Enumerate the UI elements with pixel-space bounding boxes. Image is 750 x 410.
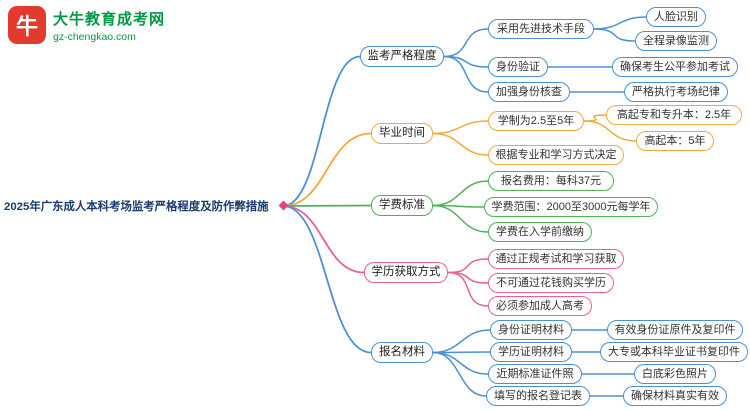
connector-line: [593, 28, 636, 42]
connector-line: [447, 271, 489, 307]
node-4-0-0: 有效身份证原件及复印件: [607, 320, 743, 340]
connector-line: [432, 132, 489, 156]
connector-line: [282, 132, 372, 207]
node-1-0-0: 高起专和专升本：2.5年: [606, 105, 742, 125]
connector-line: [432, 180, 489, 207]
branch-node-4: 报名材料: [371, 342, 433, 363]
connector-line: [593, 16, 647, 30]
connector-line: [583, 114, 607, 122]
connector-line: [432, 329, 491, 354]
connector-line: [443, 28, 489, 58]
branch-node-3: 学历获取方式: [364, 262, 448, 283]
node-0-1-0: 确保考生公平参加考试: [612, 57, 738, 77]
connector-line: [432, 120, 489, 135]
node-1-0-1: 高起本：5年: [636, 131, 714, 151]
node-4-3-0: 确保材料真实有效: [623, 386, 727, 406]
node-4-2: 近期标准证件照: [488, 364, 582, 384]
connector-line: [282, 205, 372, 354]
connector-line: [443, 55, 489, 93]
connector-line: [583, 120, 637, 142]
node-3-0: 通过正规考试和学习获取: [488, 249, 624, 269]
connector-line: [432, 204, 489, 233]
node-2-1: 学费范围：2000至3000元每学年: [484, 197, 658, 217]
node-1-0: 学制为2.5至5年: [488, 111, 584, 131]
node-3-1: 不可通过花钱购买学历: [488, 273, 614, 293]
connector-line: [432, 351, 487, 397]
node-0-0-0: 人脸识别: [646, 7, 706, 27]
node-0-2-0: 严格执行考场纪律: [624, 82, 728, 102]
node-2-2: 学费在入学前缴纳: [488, 222, 592, 242]
node-3-2: 必须参加成人高考: [488, 296, 592, 316]
branch-node-0: 监考严格程度: [360, 46, 444, 67]
node-0-1: 身份验证: [488, 57, 548, 77]
brand-text-block: 大牛教育成考网 gz-chengkao.com: [53, 8, 165, 43]
connector-line: [432, 351, 491, 354]
node-0-2: 加强身份核查: [488, 82, 570, 102]
connector-line: [282, 55, 361, 207]
node-4-2-0: 白底彩色照片: [634, 364, 716, 384]
branch-node-1: 毕业时间: [371, 123, 433, 144]
brand-name: 大牛教育成考网: [53, 10, 166, 28]
node-4-1-0: 大专或本科毕业证书复印件: [600, 342, 748, 362]
node-0-0-1: 全程录像监测: [635, 31, 717, 51]
node-2-0: 报名费用：每科37元: [488, 171, 614, 191]
branch-node-2: 学费标准: [371, 195, 433, 216]
node-0-0: 采用先进技术手段: [488, 19, 594, 39]
connector-line: [432, 351, 489, 375]
connector-line: [447, 271, 489, 284]
mindmap-root-title: 2025年广东成人本科考场监考严格程度及防作弊措施: [4, 201, 269, 213]
node-4-1: 学历证明材料: [490, 342, 572, 362]
node-1-1: 根据专业和学习方式决定: [488, 145, 624, 165]
connector-line: [447, 258, 489, 274]
site-logo: 牛 大牛教育成考网 gz-chengkao.com: [8, 6, 165, 44]
brand-bull-icon: 牛: [8, 6, 46, 44]
connector-line: [282, 204, 372, 207]
connector-line: [282, 205, 365, 274]
node-4-0: 身份证明材料: [490, 320, 572, 340]
brand-domain: gz-chengkao.com: [53, 30, 136, 43]
node-4-3: 填写的报名登记表: [486, 386, 590, 406]
